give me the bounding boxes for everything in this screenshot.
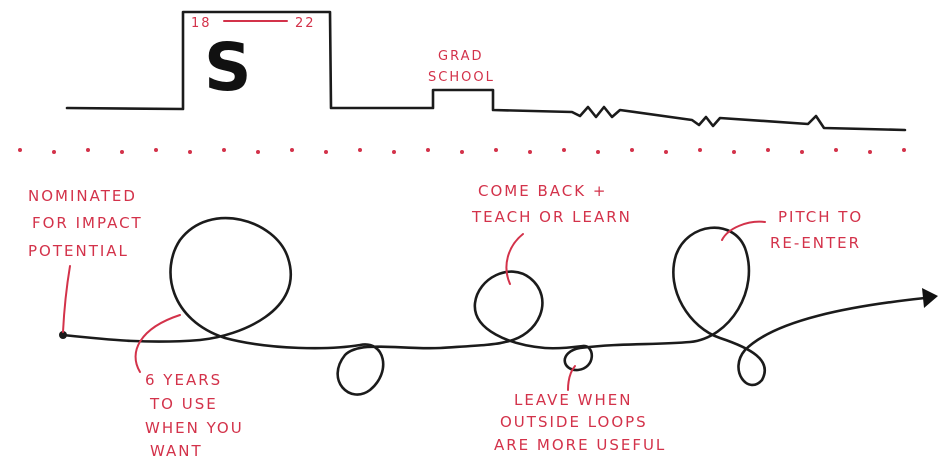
come-back-line-1: COME BACK + (478, 182, 607, 200)
grad-school-line-1: GRAD (438, 49, 483, 64)
annotation-come-back: COME BACK + TEACH OR LEARN (471, 182, 632, 284)
pitch-pointer (722, 222, 765, 240)
top-timeline: 18 22 S GRAD SCHOOL (67, 12, 905, 130)
divider-dot (460, 150, 464, 154)
divider-dot (494, 148, 498, 152)
divider-dot (596, 150, 600, 154)
divider-dot (154, 148, 158, 152)
leave-when-line-1: LEAVE WHEN (514, 391, 632, 409)
divider-dot (392, 150, 396, 154)
divider-dot (528, 150, 532, 154)
six-years-line-3: WHEN YOU (145, 419, 244, 437)
divider-dot (664, 150, 668, 154)
nominated-line-3: POTENTIAL (28, 242, 129, 260)
dotted-divider (18, 148, 906, 154)
annotation-nominated: NOMINATED FOR IMPACT POTENTIAL (28, 187, 143, 332)
six-years-line-4: WANT (150, 442, 203, 460)
divider-dot (426, 148, 430, 152)
divider-dot (188, 150, 192, 154)
divider-dot (222, 148, 226, 152)
logo-letter: S (204, 29, 252, 106)
grad-school-label: GRAD SCHOOL (428, 49, 495, 85)
arrow-head-icon (922, 288, 938, 308)
divider-dot (52, 150, 56, 154)
divider-dot (698, 148, 702, 152)
pitch-line-2: RE-ENTER (770, 234, 861, 252)
come-back-line-2: TEACH OR LEARN (471, 208, 632, 226)
year-end-label: 22 (295, 16, 316, 31)
six-years-pointer (136, 315, 180, 372)
divider-dot (18, 148, 22, 152)
divider-dot (358, 148, 362, 152)
annotation-six-years: 6 YEARS TO USE WHEN YOU WANT (136, 315, 244, 460)
grad-school-line-2: SCHOOL (428, 70, 495, 85)
six-years-line-1: 6 YEARS (145, 371, 222, 389)
leave-when-line-2: OUTSIDE LOOPS (500, 413, 648, 431)
divider-dot (800, 150, 804, 154)
come-back-pointer (506, 234, 523, 284)
divider-dot (732, 150, 736, 154)
nominated-line-2: FOR IMPACT (32, 214, 143, 232)
six-years-line-2: TO USE (149, 395, 218, 413)
divider-dot (834, 148, 838, 152)
nominated-pointer (63, 266, 70, 332)
divider-dot (562, 148, 566, 152)
divider-dot (256, 150, 260, 154)
divider-dot (290, 148, 294, 152)
pitch-line-1: PITCH TO (778, 208, 863, 226)
logo-block: 18 22 S (191, 16, 316, 106)
divider-dot (630, 148, 634, 152)
divider-dot (902, 148, 906, 152)
annotation-leave-when: LEAVE WHEN OUTSIDE LOOPS ARE MORE USEFUL (494, 366, 666, 454)
divider-dot (86, 148, 90, 152)
divider-dot (868, 150, 872, 154)
nominated-line-1: NOMINATED (28, 187, 137, 205)
divider-dot (766, 148, 770, 152)
leave-when-line-3: ARE MORE USEFUL (494, 436, 666, 454)
divider-dot (120, 150, 124, 154)
divider-dot (324, 150, 328, 154)
